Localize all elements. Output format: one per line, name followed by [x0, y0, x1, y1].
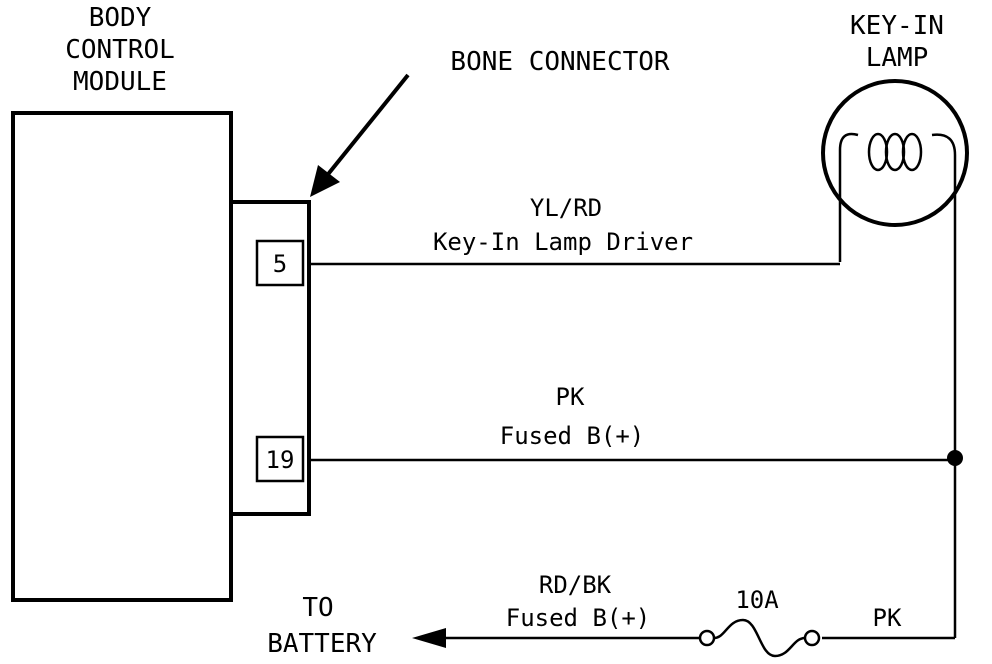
wire-a-circuit: Key-In Lamp Driver	[433, 228, 693, 256]
wire-b-circuit: Fused B(+)	[500, 422, 645, 450]
lamp-label-line-1: KEY-IN	[850, 11, 944, 41]
pin-label-19: 19	[266, 446, 295, 474]
pin-label-5: 5	[273, 250, 287, 278]
pin-box-5	[255, 239, 305, 287]
wire-a-color-code: YL/RD	[530, 194, 602, 222]
pin-box-19	[255, 435, 305, 483]
fuse-symbol	[698, 618, 821, 658]
battery-label-line-1: TO	[302, 593, 333, 623]
wire-pk-label: PK	[873, 604, 902, 632]
bone-connector	[229, 200, 311, 516]
wire-b-color-code: PK	[556, 383, 585, 411]
wire-c-color-code: RD/BK	[539, 571, 612, 599]
module-label-line-2: CONTROL	[65, 35, 175, 65]
lamp-label-line-2: LAMP	[866, 43, 929, 73]
key-in-lamp-symbol	[821, 79, 969, 456]
body-control-module	[11, 111, 233, 602]
battery-label-line-2: BATTERY	[267, 629, 377, 659]
connector-pointer-arrow	[310, 73, 410, 197]
wire-c-circuit: Fused B(+)	[506, 604, 651, 632]
module-label-line-3: MODULE	[73, 67, 167, 97]
connector-label: BONE CONNECTOR	[450, 47, 669, 77]
splice-point	[947, 450, 963, 466]
battery-arrow	[412, 628, 446, 648]
fuse-rating: 10A	[735, 586, 779, 614]
module-label-line-1: BODY	[89, 3, 152, 33]
